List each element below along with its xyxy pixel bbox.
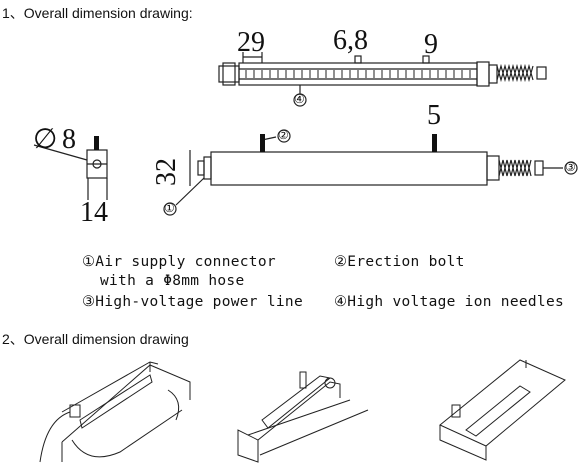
erection-bolt-right bbox=[432, 134, 437, 152]
dimension-top-mid: 6,8 bbox=[333, 25, 368, 56]
install-illustration-3 bbox=[439, 359, 566, 461]
dimension-top-right: 9 bbox=[424, 29, 438, 60]
dimension-top-left: 29 bbox=[237, 27, 265, 58]
callout-4-circle bbox=[293, 93, 307, 107]
erection-bolt-left bbox=[260, 134, 265, 152]
callout-3: ③ bbox=[565, 160, 576, 174]
install-illustration-1 bbox=[39, 361, 191, 463]
top-view-bar bbox=[218, 52, 547, 94]
dimension-diameter-symbol: ∅ bbox=[33, 124, 58, 155]
section-1-heading: 1、Overall dimension drawing: bbox=[2, 5, 193, 21]
spring-top bbox=[496, 63, 534, 83]
dimension-bolt-offset: 5 bbox=[427, 100, 441, 131]
front-view bbox=[175, 136, 563, 206]
legend-item-3: ③High-voltage power line bbox=[82, 294, 303, 310]
dimension-diameter: 8 bbox=[62, 124, 76, 155]
dimension-height: 32 bbox=[151, 158, 182, 186]
side-bolt bbox=[94, 136, 99, 150]
legend-item-4: ④High voltage ion needles bbox=[334, 294, 565, 310]
dimension-width: 14 bbox=[80, 197, 108, 228]
ion-needle-row bbox=[245, 70, 471, 78]
callout-3-circle bbox=[564, 161, 578, 175]
section-2-heading: 2、Overall dimension drawing bbox=[2, 331, 189, 347]
callout-2-circle bbox=[277, 129, 291, 143]
callout-1: ① bbox=[164, 201, 175, 215]
legend-item-1-line-2: with a Φ8mm hose bbox=[100, 273, 245, 289]
callout-1-circle bbox=[163, 202, 177, 216]
legend-item-1-line-1: ①Air supply connector bbox=[82, 254, 276, 270]
legend-item-2: ②Erection bolt bbox=[334, 254, 465, 270]
install-illustration-2 bbox=[237, 371, 369, 463]
callout-2: ② bbox=[278, 128, 289, 142]
callout-4: ④ bbox=[294, 92, 305, 106]
